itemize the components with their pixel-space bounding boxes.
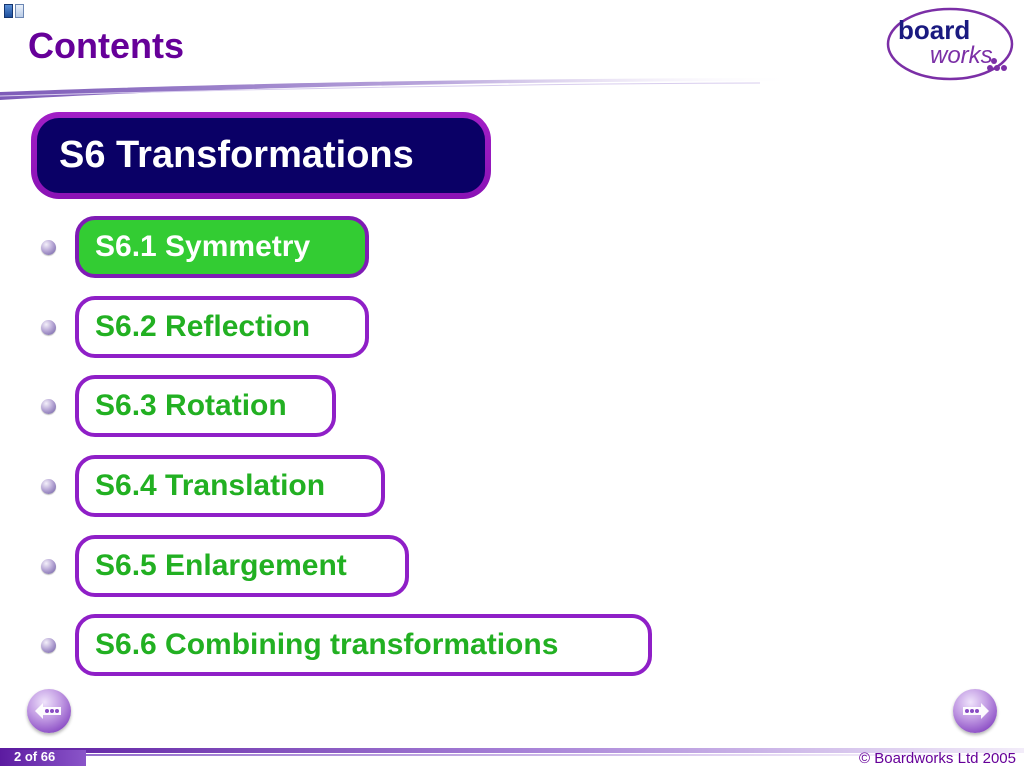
bullet-icon (41, 559, 56, 574)
arrow-left-icon (35, 703, 61, 719)
contents-link-s6-2[interactable]: S6.2 Reflection (75, 296, 369, 358)
footer-bar: 2 of 66 © Boardworks Ltd 2005 (0, 744, 1024, 768)
page-title: Contents (28, 25, 184, 66)
contents-link-s6-4[interactable]: S6.4 Translation (75, 455, 385, 517)
bullet-icon (41, 399, 56, 414)
contents-link-label: S6.4 Translation (95, 469, 326, 502)
contents-link-label: S6.1 Symmetry (95, 230, 311, 263)
bullet-icon (41, 479, 56, 494)
contents-link-label: S6.3 Rotation (95, 389, 287, 422)
contents-link-s6-3[interactable]: S6.3 Rotation (75, 375, 336, 437)
contents-link-label: S6.6 Combining transformations (95, 628, 559, 661)
copyright-text: © Boardworks Ltd 2005 (859, 750, 1016, 767)
arrow-right-icon (963, 703, 989, 719)
section-header: S6 Transformations (31, 112, 491, 199)
notes-view-icon[interactable] (15, 4, 24, 18)
bullet-icon (41, 240, 56, 255)
contents-link-label: S6.5 Enlargement (95, 549, 347, 582)
slide-view-icon[interactable] (4, 4, 13, 18)
next-slide-button[interactable] (953, 689, 997, 733)
footer-band-secondary (0, 754, 1024, 756)
contents-link-s6-5[interactable]: S6.5 Enlargement (75, 535, 409, 597)
contents-link-s6-6[interactable]: S6.6 Combining transformations (75, 614, 652, 676)
contents-link-s6-1[interactable]: S6.1 Symmetry (75, 216, 369, 278)
bullet-icon (41, 638, 56, 653)
previous-slide-button[interactable] (27, 689, 71, 733)
boardworks-logo: board works (886, 7, 1014, 81)
logo-text-board: board (898, 15, 970, 45)
bullet-icon (41, 320, 56, 335)
page-indicator-box (0, 750, 86, 766)
page-indicator: 2 of 66 (14, 749, 56, 764)
logo-text-works: works (930, 42, 993, 69)
title-underline-swoosh (0, 78, 800, 100)
contents-link-label: S6.2 Reflection (95, 310, 311, 343)
section-header-label: S6 Transformations (59, 134, 414, 176)
window-mode-icons[interactable] (4, 4, 24, 18)
section-header-inner: S6 Transformations (37, 118, 485, 193)
footer-band (0, 748, 1024, 753)
